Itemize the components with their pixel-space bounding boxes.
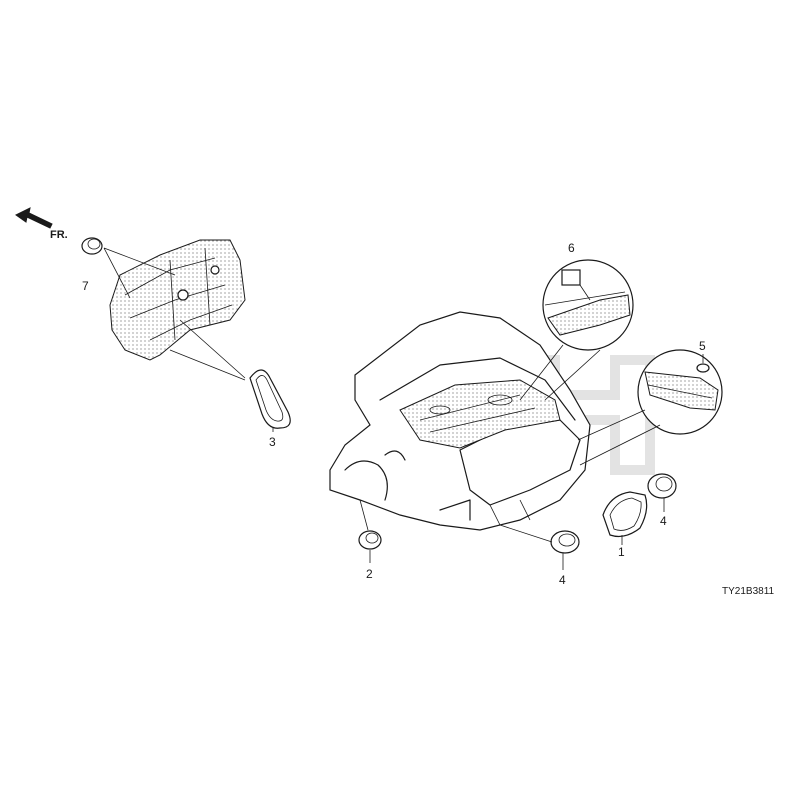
front-label: FR. <box>50 229 68 241</box>
callout-2: 2 <box>366 567 373 581</box>
diagram-code: TY21B3811 <box>722 586 775 597</box>
callout-3: 3 <box>269 435 276 449</box>
leader-6-zoom <box>519 344 601 401</box>
detail-inset-6 <box>542 259 634 351</box>
detail-inset-5 <box>637 349 723 435</box>
callout-4a: 4 <box>559 573 566 587</box>
callout-5: 5 <box>699 339 706 353</box>
grommet-4a <box>550 530 580 554</box>
dashboard-panel <box>109 239 246 361</box>
callout-4b: 4 <box>660 514 667 528</box>
leader-3 <box>169 319 246 381</box>
leader-2 <box>359 499 371 563</box>
rear-body-shell <box>329 311 591 531</box>
leader-4a <box>499 524 564 570</box>
grommet-3 <box>249 369 291 429</box>
leader-5-zoom <box>577 409 661 466</box>
grommet-4b <box>647 473 677 499</box>
leader-7 <box>103 247 176 299</box>
callout-1: 1 <box>618 545 625 559</box>
grommet-7 <box>81 237 103 255</box>
oval-plug-1 <box>602 491 648 538</box>
callout-6: 6 <box>568 241 575 255</box>
grommet-2 <box>358 530 382 550</box>
front-arrow-icon <box>15 207 53 229</box>
callout-7: 7 <box>82 279 89 293</box>
